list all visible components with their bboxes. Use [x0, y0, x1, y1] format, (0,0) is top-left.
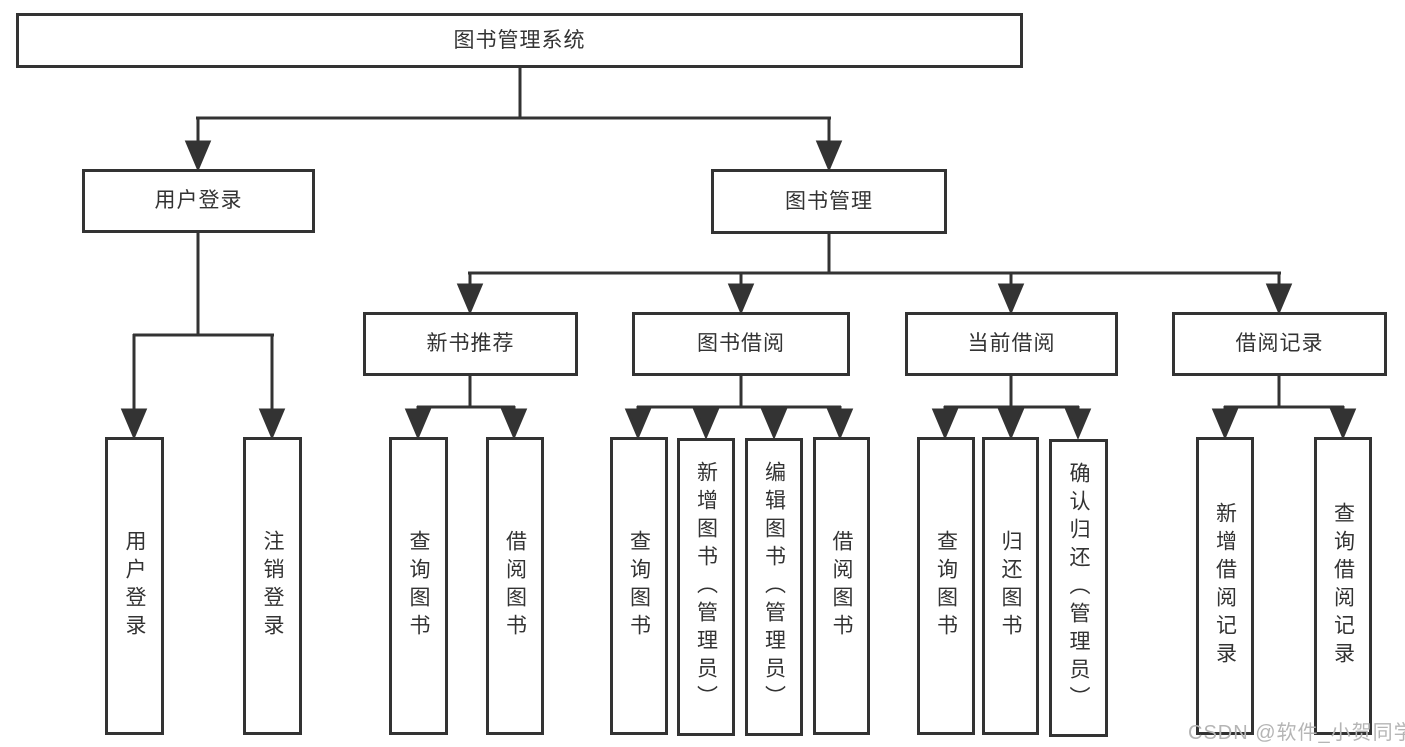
node-label: 查询图书	[627, 530, 651, 642]
leaf-logout: 注销登录	[243, 437, 302, 735]
arrow-down-icon	[456, 283, 484, 315]
arrow-down-icon	[1211, 408, 1239, 440]
leaf-return-books: 归还图书	[982, 437, 1039, 735]
node-label: 借阅图书	[830, 530, 853, 642]
leaf-confirm-return-admin: 确认归还（管理员）	[1049, 439, 1108, 737]
arrow-down-icon	[184, 140, 212, 172]
node-label: 新增借阅记录	[1213, 502, 1237, 670]
node-label: 当前借阅	[967, 332, 1056, 356]
node-current-borrowing: 当前借阅	[905, 312, 1118, 376]
arrow-down-icon	[1329, 408, 1357, 440]
node-book-management: 图书管理	[711, 169, 947, 234]
arrow-down-icon	[997, 283, 1025, 315]
arrow-down-icon	[692, 408, 720, 440]
arrow-down-icon	[760, 408, 788, 440]
csdn-watermark: CSDN @软件_小贺同学	[1188, 722, 1405, 744]
node-user-login: 用户登录	[82, 169, 315, 233]
node-label: 新增图书（管理员）	[694, 461, 718, 713]
node-label: 用户登录	[154, 189, 243, 213]
leaf-borrow-books-2: 借阅图书	[813, 437, 870, 735]
arrow-down-icon	[500, 408, 528, 440]
node-label: 查询图书	[934, 530, 958, 642]
node-label: 新书推荐	[426, 332, 515, 356]
arrow-down-icon	[826, 408, 854, 440]
arrow-down-icon	[120, 408, 148, 440]
arrow-down-icon	[727, 283, 755, 315]
arrow-down-icon	[1265, 283, 1293, 315]
node-label: 归还图书	[999, 530, 1022, 642]
node-root-system: 图书管理系统	[16, 13, 1023, 68]
leaf-add-books-admin: 新增图书（管理员）	[677, 438, 735, 736]
leaf-query-books-1: 查询图书	[389, 437, 448, 735]
leaf-edit-books-admin: 编辑图书（管理员）	[745, 438, 803, 736]
node-book-borrowing: 图书借阅	[632, 312, 850, 376]
arrow-down-icon	[1064, 408, 1092, 440]
node-label: 编辑图书（管理员）	[762, 461, 786, 713]
node-label: 查询借阅记录	[1331, 502, 1355, 670]
leaf-query-books-2: 查询图书	[610, 437, 668, 735]
node-label: 用户登录	[123, 530, 146, 642]
node-label: 查询图书	[407, 530, 430, 642]
node-label: 确认归还（管理员）	[1067, 462, 1090, 714]
arrow-down-icon	[258, 408, 286, 440]
leaf-add-borrow-record: 新增借阅记录	[1196, 437, 1254, 735]
node-label: 图书借阅	[697, 332, 785, 356]
arrow-down-icon	[931, 408, 959, 440]
leaf-query-borrow-record: 查询借阅记录	[1314, 437, 1372, 735]
arrow-down-icon	[624, 408, 652, 440]
node-label: 图书管理系统	[453, 28, 586, 52]
leaf-query-books-3: 查询图书	[917, 437, 975, 735]
node-label: 图书管理	[785, 189, 873, 213]
node-borrowing-records: 借阅记录	[1172, 312, 1387, 376]
arrow-down-icon	[997, 408, 1025, 440]
arrow-down-icon	[815, 140, 843, 172]
node-label: 注销登录	[261, 530, 284, 642]
leaf-borrow-books-1: 借阅图书	[486, 437, 544, 735]
node-new-book-recommend: 新书推荐	[363, 312, 578, 376]
node-label: 借阅记录	[1235, 332, 1324, 356]
leaf-user-login: 用户登录	[105, 437, 164, 735]
node-label: 借阅图书	[503, 530, 527, 642]
arrow-down-icon	[404, 408, 432, 440]
